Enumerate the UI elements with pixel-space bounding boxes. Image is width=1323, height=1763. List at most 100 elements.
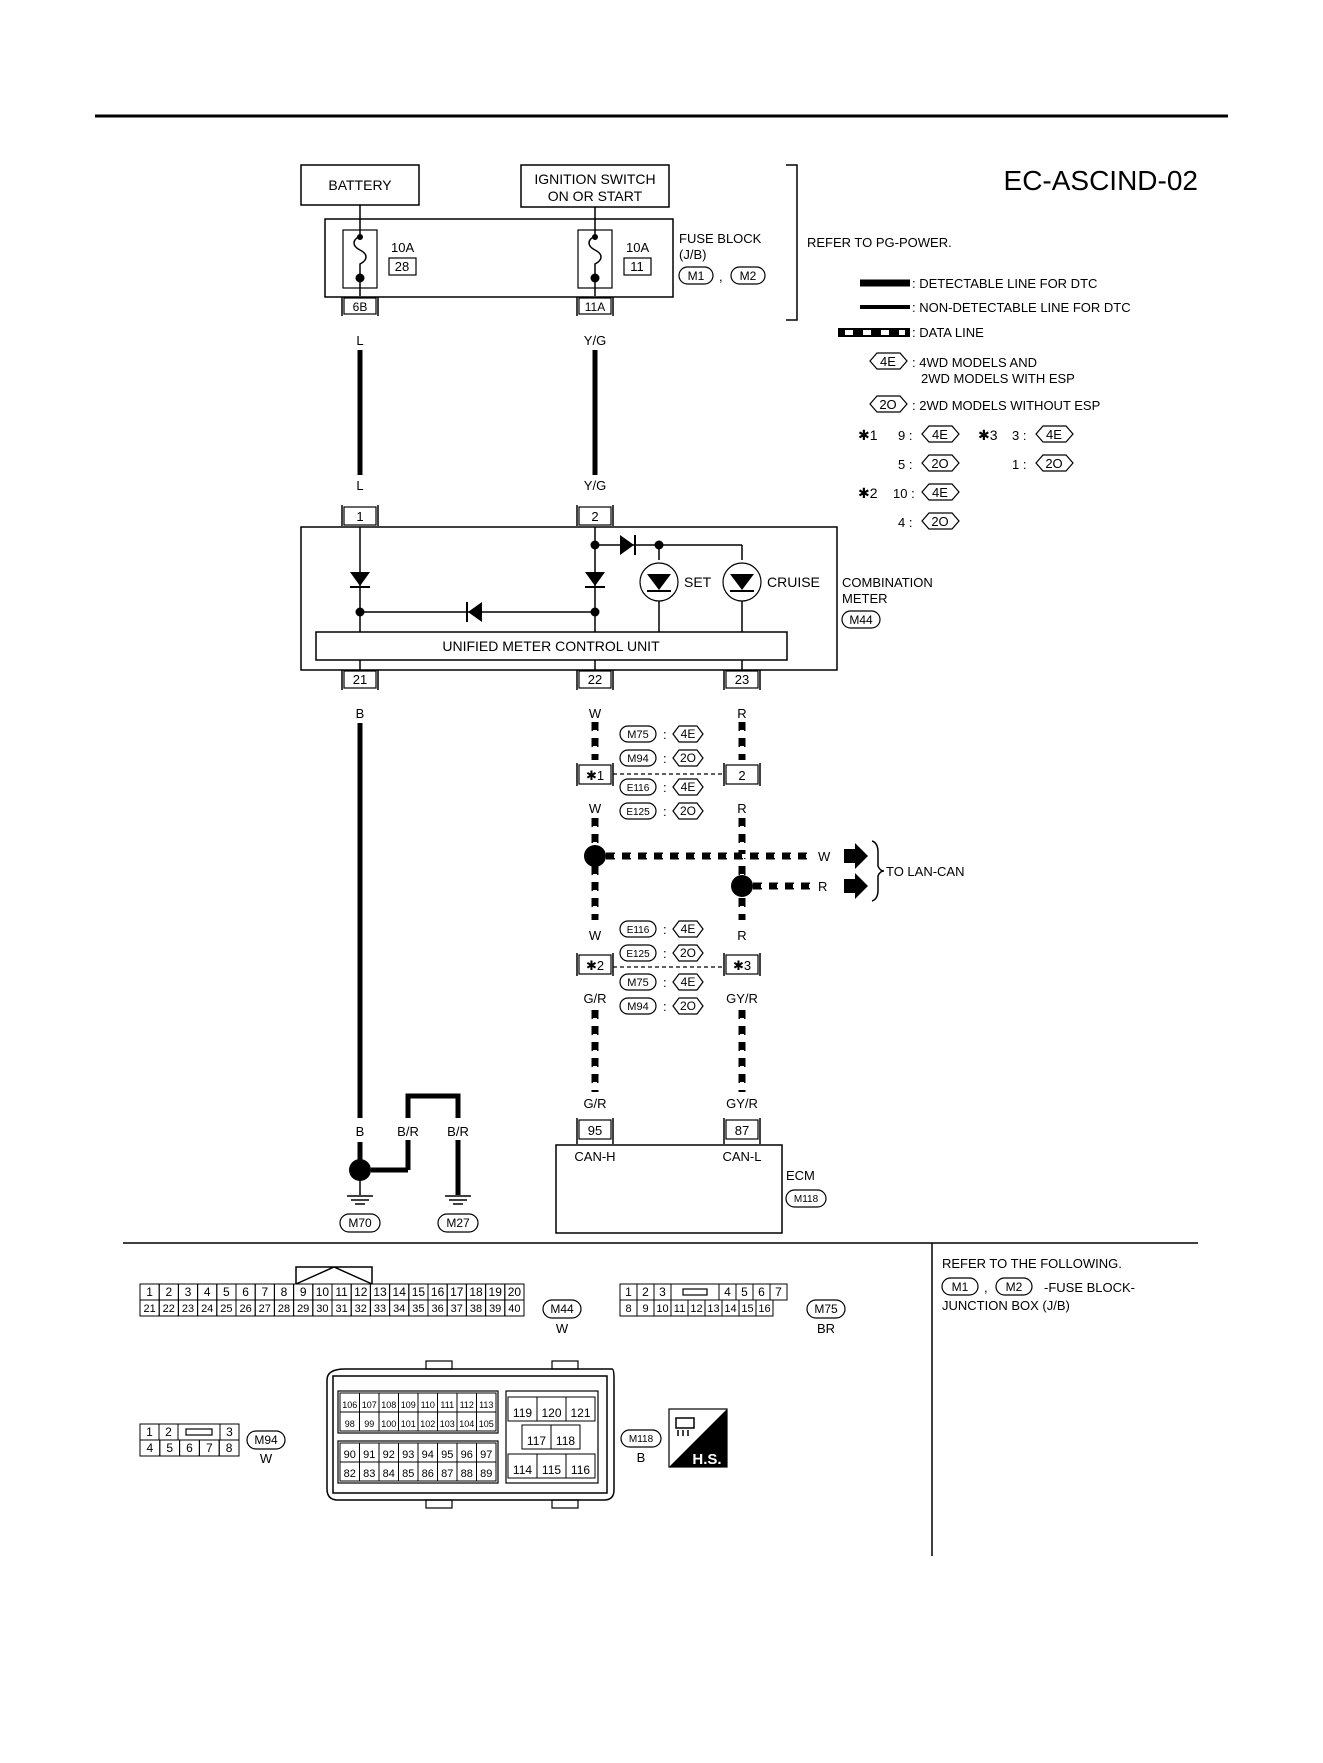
svg-text:B: B — [356, 1124, 365, 1139]
refer-pg-power: REFER TO PG-POWER. — [807, 235, 952, 250]
m118-pin: 92 — [383, 1449, 395, 1461]
m94-pin: 5 — [166, 1441, 173, 1455]
svg-text:G/R: G/R — [583, 1096, 606, 1111]
m44-pin: 7 — [261, 1285, 268, 1299]
svg-text:10 :: 10 : — [893, 486, 915, 501]
m118-pin: 98 — [345, 1419, 355, 1429]
meter-terminal-22-box — [578, 670, 612, 689]
legend-star3-4e: 4E — [1035, 425, 1074, 443]
fuse-right-number: 11 — [630, 259, 644, 274]
unified-meter-box — [315, 631, 788, 661]
m118-pin: 108 — [381, 1400, 396, 1410]
m44-pin: 35 — [412, 1303, 424, 1315]
svg-text:W: W — [818, 849, 831, 864]
ref-e125-lower: E125 : 2O — [619, 944, 704, 962]
m118-pin: 115 — [542, 1463, 561, 1477]
m118-pin: 100 — [381, 1419, 396, 1429]
legend-tag-2o: 2O — [869, 395, 908, 413]
svg-text:2O: 2O — [680, 999, 696, 1013]
m44-pin: 26 — [239, 1303, 251, 1315]
m44-pin: 2 — [165, 1285, 172, 1299]
m44-pin: 31 — [335, 1303, 347, 1315]
fuse-block-connector-m1: M1 — [688, 269, 705, 283]
ignition-switch-line1: IGNITION SWITCH — [534, 171, 655, 187]
m44-pin: 1 — [146, 1285, 153, 1299]
joint-star2-box — [578, 954, 612, 975]
legend-data-line: : DATA LINE — [912, 325, 984, 340]
legend-star1-2o: 2O — [921, 454, 960, 472]
svg-text:E116: E116 — [627, 783, 650, 794]
diode-left — [350, 572, 370, 586]
m75-pin: 8 — [625, 1303, 631, 1315]
terminal-6b-box — [343, 297, 377, 315]
svg-text:B/R: B/R — [397, 1124, 419, 1139]
m75-pin: 11 — [674, 1303, 685, 1315]
m75-pin: 13 — [707, 1303, 719, 1315]
m75-label: M75 — [814, 1302, 838, 1316]
ecm-terminal-95: 95 — [588, 1123, 602, 1138]
m44-pin: 27 — [259, 1303, 271, 1315]
m94-pin: 4 — [147, 1441, 154, 1455]
m94-pin: 3 — [226, 1425, 233, 1439]
m118-pin: 99 — [364, 1419, 374, 1429]
combination-meter-connector: M44 — [849, 613, 873, 627]
svg-text:4E: 4E — [932, 427, 948, 442]
refer-following-jb: JUNCTION BOX (J/B) — [942, 1298, 1070, 1313]
legend-non-detectable: : NON-DETECTABLE LINE FOR DTC — [912, 300, 1131, 315]
svg-text:M94: M94 — [627, 753, 648, 765]
m44-color: W — [556, 1321, 569, 1336]
ground-left-connector: M70 — [348, 1216, 372, 1230]
m118-pin: 109 — [401, 1400, 416, 1410]
m118-pin: 102 — [420, 1419, 435, 1429]
legend-star2: ✱2 — [858, 485, 878, 501]
wire-label-l-mid: L — [356, 478, 363, 493]
m94-color: W — [260, 1451, 273, 1466]
m75-pin: 2 — [642, 1285, 649, 1299]
fuse-block-box — [324, 218, 674, 298]
m75-pin: 14 — [724, 1303, 736, 1315]
arrow-r — [844, 873, 868, 899]
diagram-code: EC-ASCIND-02 — [1004, 165, 1198, 196]
m44-pin: 19 — [489, 1285, 503, 1299]
battery-label: BATTERY — [328, 177, 392, 193]
fuse-left-number-box — [388, 257, 417, 276]
ref-m75-lower: M75 : 4E — [619, 973, 704, 991]
legend-4e-desc1: : 4WD MODELS AND — [912, 355, 1037, 370]
ref-e116-lower: E116 : 4E — [619, 920, 704, 938]
m118-pin: 88 — [461, 1468, 473, 1480]
m118-pin: 107 — [362, 1400, 377, 1410]
cruise-lamp-label: CRUISE — [767, 574, 820, 590]
m44-pin: 22 — [163, 1303, 175, 1315]
m118-pin: 104 — [459, 1419, 474, 1429]
svg-text:5 :: 5 : — [898, 457, 912, 472]
terminal-11a: 11A — [585, 300, 605, 314]
fuse-right-element — [588, 230, 602, 278]
hs-symbol-icon: H.S. — [668, 1408, 728, 1468]
svg-text:1 :: 1 : — [1012, 457, 1026, 472]
svg-text::: : — [663, 727, 667, 742]
svg-text:4 :: 4 : — [898, 515, 912, 530]
m118-pin: 89 — [480, 1468, 492, 1480]
m75-pin: 15 — [741, 1303, 753, 1315]
svg-text:2O: 2O — [931, 514, 948, 529]
arrow-w — [844, 843, 868, 869]
m75-color: BR — [817, 1321, 835, 1336]
m94-label: M94 — [254, 1433, 278, 1447]
meter-terminal-21-box — [343, 670, 377, 689]
svg-text:M94: M94 — [627, 1001, 648, 1013]
svg-text:2O: 2O — [680, 946, 696, 960]
ground-symbol-left — [347, 1195, 373, 1205]
m44-pin: 18 — [469, 1285, 483, 1299]
m75-pin: 10 — [656, 1303, 668, 1315]
m44-pin: 5 — [223, 1285, 230, 1299]
m44-pin: 3 — [185, 1285, 192, 1299]
svg-text:2O: 2O — [680, 804, 696, 818]
m75-pin: 5 — [741, 1285, 748, 1299]
m44-pin: 24 — [201, 1303, 213, 1315]
legend-star2-2o: 2O — [921, 512, 960, 530]
legend-tag-4e: 4E — [869, 352, 908, 370]
svg-text:E125: E125 — [626, 807, 650, 818]
m75-pin: 4 — [724, 1285, 731, 1299]
m75-pin: 6 — [758, 1285, 765, 1299]
